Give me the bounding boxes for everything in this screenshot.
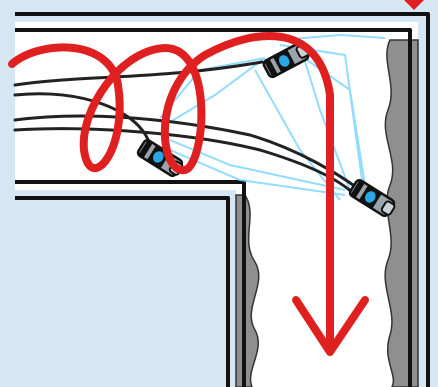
channel-outline <box>15 12 430 387</box>
corner-marker <box>404 0 424 10</box>
spiral-down-arrow-icon <box>8 32 369 356</box>
inner-wall-left <box>235 194 260 387</box>
